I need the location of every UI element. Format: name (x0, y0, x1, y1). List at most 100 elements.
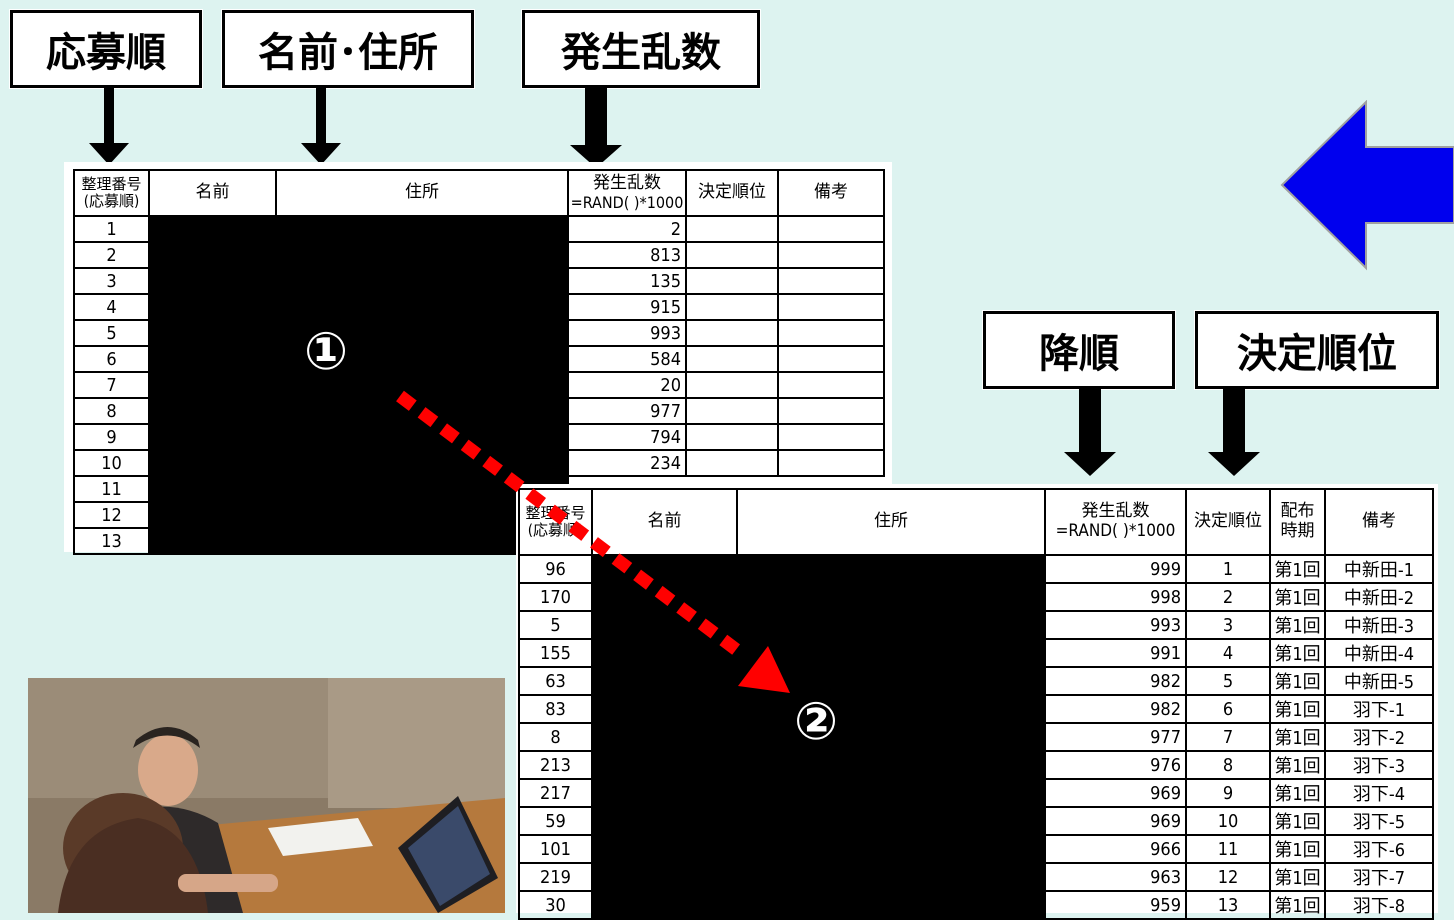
cell-rank (685, 241, 779, 269)
cell-id: 1 (73, 215, 150, 243)
cell-random: 2 (567, 215, 687, 243)
cell-notes: 羽下-1 (1324, 694, 1434, 724)
cell-random: 982 (1044, 694, 1187, 724)
cell-rank: 11 (1185, 834, 1271, 864)
cell-period: 第1回 (1269, 862, 1326, 892)
label-decision-rank: 決定順位 (1195, 311, 1439, 389)
down-arrow-icon (301, 85, 341, 165)
cell-notes (777, 397, 885, 425)
cell-period: 第1回 (1269, 750, 1326, 780)
cell-period: 第1回 (1269, 610, 1326, 640)
cell-rank: 12 (1185, 862, 1271, 892)
table-row: 13 (73, 527, 884, 555)
cell-id: 13 (73, 527, 150, 555)
cell-random: 991 (1044, 638, 1187, 668)
cell-random: 959 (1044, 890, 1187, 920)
meeting-photo (28, 678, 505, 913)
sorted-table: 整理番号(応募順) 名前 住所 発生乱数=RAND( )*1000 決定順位 配… (518, 488, 1434, 920)
cell-id: 2 (73, 241, 150, 269)
cell-random: 969 (1044, 806, 1187, 836)
header-rank: 決定順位 (685, 169, 779, 217)
cell-rank (685, 397, 779, 425)
cell-rank: 13 (1185, 890, 1271, 920)
cell-rank: 3 (1185, 610, 1271, 640)
cell-notes: 中新田-2 (1324, 582, 1434, 612)
header-address: 住所 (275, 169, 569, 217)
header-address: 住所 (736, 488, 1046, 556)
cell-random: 977 (567, 397, 687, 425)
cell-random: 584 (567, 345, 687, 373)
cell-period: 第1回 (1269, 806, 1326, 836)
cell-random: 998 (1044, 582, 1187, 612)
down-arrow-icon (570, 85, 622, 168)
table-row: 12 (73, 501, 884, 529)
cell-period: 第1回 (1269, 778, 1326, 808)
cell-id: 155 (518, 638, 593, 668)
cell-notes: 羽下-6 (1324, 834, 1434, 864)
cell-rank: 4 (1185, 638, 1271, 668)
cell-rank: 5 (1185, 666, 1271, 696)
cell-period: 第1回 (1269, 666, 1326, 696)
cell-id: 9 (73, 423, 150, 451)
cell-notes (777, 371, 885, 399)
cell-random: 234 (567, 449, 687, 477)
cell-period: 第1回 (1269, 638, 1326, 668)
cell-rank (685, 319, 779, 347)
cell-period: 第1回 (1269, 834, 1326, 864)
cell-id: 8 (73, 397, 150, 425)
cell-id: 219 (518, 862, 593, 892)
cell-notes: 羽下-7 (1324, 862, 1434, 892)
cell-id: 6 (73, 345, 150, 373)
header-notes: 備考 (777, 169, 885, 217)
cell-id: 12 (73, 501, 150, 529)
cell-random: 977 (1044, 722, 1187, 752)
cell-random: 999 (1044, 554, 1187, 584)
cell-id: 10 (73, 449, 150, 477)
cell-id: 3 (73, 267, 150, 295)
cell-id: 30 (518, 890, 593, 920)
cell-id: 11 (73, 475, 150, 503)
cell-rank: 7 (1185, 722, 1271, 752)
cell-notes: 中新田-1 (1324, 554, 1434, 584)
cell-id: 5 (73, 319, 150, 347)
header-name: 名前 (148, 169, 277, 217)
cell-notes (777, 293, 885, 321)
cell-random: 20 (567, 371, 687, 399)
cell-id: 217 (518, 778, 593, 808)
down-arrow-icon (1208, 386, 1260, 476)
header-name: 名前 (591, 488, 738, 556)
cell-notes (777, 449, 885, 477)
cell-rank (685, 423, 779, 451)
cell-notes (777, 319, 885, 347)
cell-id: 5 (518, 610, 593, 640)
header-random: 発生乱数=RAND( )*1000 (1044, 488, 1187, 556)
cell-notes: 羽下-2 (1324, 722, 1434, 752)
cell-rank (685, 293, 779, 321)
cell-id: 96 (518, 554, 593, 584)
cell-notes: 中新田-5 (1324, 666, 1434, 696)
cell-notes: 中新田-3 (1324, 610, 1434, 640)
cell-notes (777, 241, 885, 269)
cell-id: 4 (73, 293, 150, 321)
cell-id: 83 (518, 694, 593, 724)
cell-period: 第1回 (1269, 890, 1326, 920)
table-row: 4 915 (73, 293, 885, 321)
cell-notes: 羽下-5 (1324, 806, 1434, 836)
label-application-order: 応募順 (10, 10, 202, 88)
header-random: 発生乱数=RAND( )*1000 (567, 169, 687, 217)
down-arrow-icon (1064, 386, 1116, 476)
cell-random: 966 (1044, 834, 1187, 864)
cell-rank (685, 345, 779, 373)
header-id: 整理番号(応募順) (518, 488, 593, 556)
down-arrow-icon (89, 85, 129, 165)
cell-random: 963 (1044, 862, 1187, 892)
left-arrow-icon (1280, 100, 1454, 271)
cell-random: 915 (567, 293, 687, 321)
